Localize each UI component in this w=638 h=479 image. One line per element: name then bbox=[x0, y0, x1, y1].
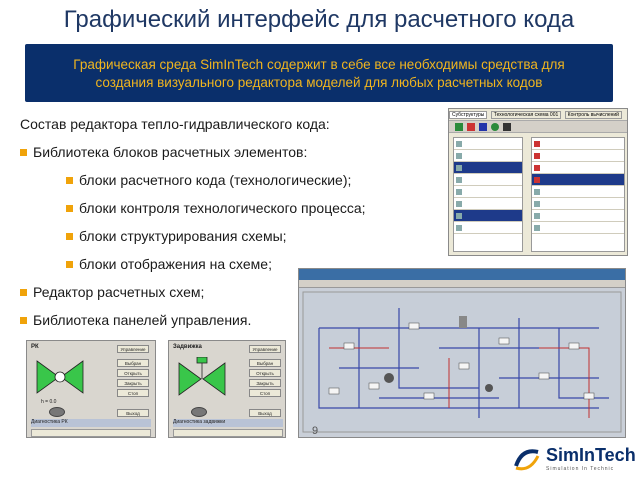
content-heading: Состав редактора тепло-гидравлического к… bbox=[20, 116, 330, 132]
simintech-logo: SimInTech Simulation In Technic bbox=[512, 442, 636, 476]
menu-item[interactable] bbox=[454, 150, 522, 162]
logo-icon bbox=[514, 449, 540, 471]
page-number: 9 bbox=[312, 425, 319, 437]
library-menu-right bbox=[531, 137, 625, 252]
diagnostics-label: Диагностика РК bbox=[31, 419, 151, 427]
block-icon bbox=[534, 153, 540, 159]
control-button[interactable]: Управление bbox=[117, 345, 149, 353]
bullet-icon bbox=[20, 148, 27, 156]
list-item: Редактор расчетных схем; bbox=[20, 284, 204, 300]
menu-item[interactable] bbox=[532, 210, 624, 222]
list-item: Библиотека блоков расчетных элементов: bbox=[20, 144, 307, 160]
banner: Графическая среда SimInTech содержит в с… bbox=[25, 44, 613, 102]
library-menu-left bbox=[453, 137, 523, 252]
bullet-icon bbox=[66, 204, 73, 212]
library-tabs: Субструктуры Технологическая схема 001 К… bbox=[449, 109, 627, 121]
block-icon bbox=[534, 165, 540, 171]
block-icon bbox=[456, 189, 462, 195]
menu-item[interactable] bbox=[454, 210, 522, 222]
block-icon bbox=[534, 201, 540, 207]
block-icon bbox=[467, 123, 475, 131]
menu-item[interactable] bbox=[532, 138, 624, 150]
block-icon bbox=[491, 123, 499, 131]
open-button[interactable]: Открыть bbox=[249, 369, 281, 377]
scheme-window-titlebar bbox=[299, 269, 625, 280]
bullet-icon bbox=[66, 176, 73, 184]
menu-item[interactable] bbox=[454, 186, 522, 198]
menu-item[interactable] bbox=[454, 162, 522, 174]
valve-icon bbox=[36, 360, 84, 394]
logo-name: SimInTech bbox=[546, 445, 636, 465]
control-panel-valve-screenshot: Задвижка Управление Выбран Открыть Закры… bbox=[168, 340, 286, 438]
block-icon bbox=[456, 213, 462, 219]
control-button[interactable]: Выбран bbox=[117, 359, 149, 367]
menu-item[interactable] bbox=[532, 150, 624, 162]
close-button[interactable]: Закрыть bbox=[117, 379, 149, 387]
panel-title: Задвижка bbox=[173, 344, 202, 350]
bullet-icon bbox=[20, 288, 27, 296]
diagnostics-table bbox=[31, 429, 151, 437]
block-icon bbox=[456, 153, 462, 159]
control-panel-rk-screenshot: РК h = 0.0 Управление Выбран Открыть Зак… bbox=[26, 340, 156, 438]
menu-item[interactable] bbox=[454, 222, 522, 234]
block-icon bbox=[479, 123, 487, 131]
menu-item[interactable] bbox=[454, 174, 522, 186]
logo-tagline: Simulation In Technic bbox=[546, 466, 615, 472]
stop-button[interactable]: Стоп bbox=[249, 389, 281, 397]
library-toolbar bbox=[449, 121, 627, 133]
open-button[interactable]: Открыть bbox=[117, 369, 149, 377]
close-button[interactable]: Закрыть bbox=[249, 379, 281, 387]
menu-item[interactable] bbox=[532, 222, 624, 234]
scheme-editor-screenshot bbox=[298, 268, 626, 438]
block-icon bbox=[456, 141, 462, 147]
exit-button[interactable]: Выход bbox=[117, 409, 149, 417]
block-icon bbox=[534, 141, 540, 147]
stop-button[interactable] bbox=[191, 407, 207, 417]
menu-item[interactable] bbox=[532, 186, 624, 198]
list-item: Библиотека панелей управления. bbox=[20, 312, 251, 328]
list-item: блоки контроля технологического процесса… bbox=[66, 200, 366, 216]
list-item: блоки отображения на схеме; bbox=[66, 256, 272, 272]
diagnostics-label: Диагностика задвижки bbox=[173, 419, 283, 427]
bullet-icon bbox=[66, 232, 73, 240]
menu-item[interactable] bbox=[532, 162, 624, 174]
block-icon bbox=[534, 225, 540, 231]
block-icon bbox=[456, 177, 462, 183]
banner-line-2: создания визуального редактора моделей д… bbox=[95, 75, 543, 90]
control-button[interactable]: Выбран bbox=[249, 359, 281, 367]
block-icon bbox=[503, 123, 511, 131]
diagnostics-table bbox=[173, 429, 283, 437]
block-icon bbox=[534, 213, 540, 219]
block-icon bbox=[456, 201, 462, 207]
menu-item[interactable] bbox=[532, 174, 624, 186]
gate-valve-icon bbox=[178, 357, 226, 396]
scheme-toolbar bbox=[299, 280, 625, 288]
list-item: блоки расчетного кода (технологические); bbox=[66, 172, 351, 188]
panel-title: РК bbox=[31, 344, 39, 350]
banner-line-1: Графическая среда SimInTech содержит в с… bbox=[73, 57, 565, 72]
block-icon bbox=[455, 123, 463, 131]
block-library-screenshot: Субструктуры Технологическая схема 001 К… bbox=[448, 108, 628, 256]
bullet-icon bbox=[66, 260, 73, 268]
block-icon bbox=[534, 189, 540, 195]
block-icon bbox=[534, 177, 540, 183]
block-icon bbox=[456, 225, 462, 231]
menu-item[interactable] bbox=[532, 198, 624, 210]
menu-item[interactable] bbox=[454, 198, 522, 210]
stop-button[interactable] bbox=[49, 407, 65, 417]
slide-title: Графический интерфейс для расчетного код… bbox=[63, 6, 575, 33]
menu-item[interactable] bbox=[454, 138, 522, 150]
block-icon bbox=[456, 165, 462, 171]
exit-button[interactable]: Выход bbox=[249, 409, 281, 417]
position-readout: h = 0.0 bbox=[41, 399, 57, 405]
list-item: блоки структурирования схемы; bbox=[66, 228, 287, 244]
bullet-icon bbox=[20, 316, 27, 324]
control-button[interactable]: Управление bbox=[249, 345, 281, 353]
hydraulic-scheme-diagram bbox=[302, 291, 622, 433]
stop-button[interactable]: Стоп bbox=[117, 389, 149, 397]
